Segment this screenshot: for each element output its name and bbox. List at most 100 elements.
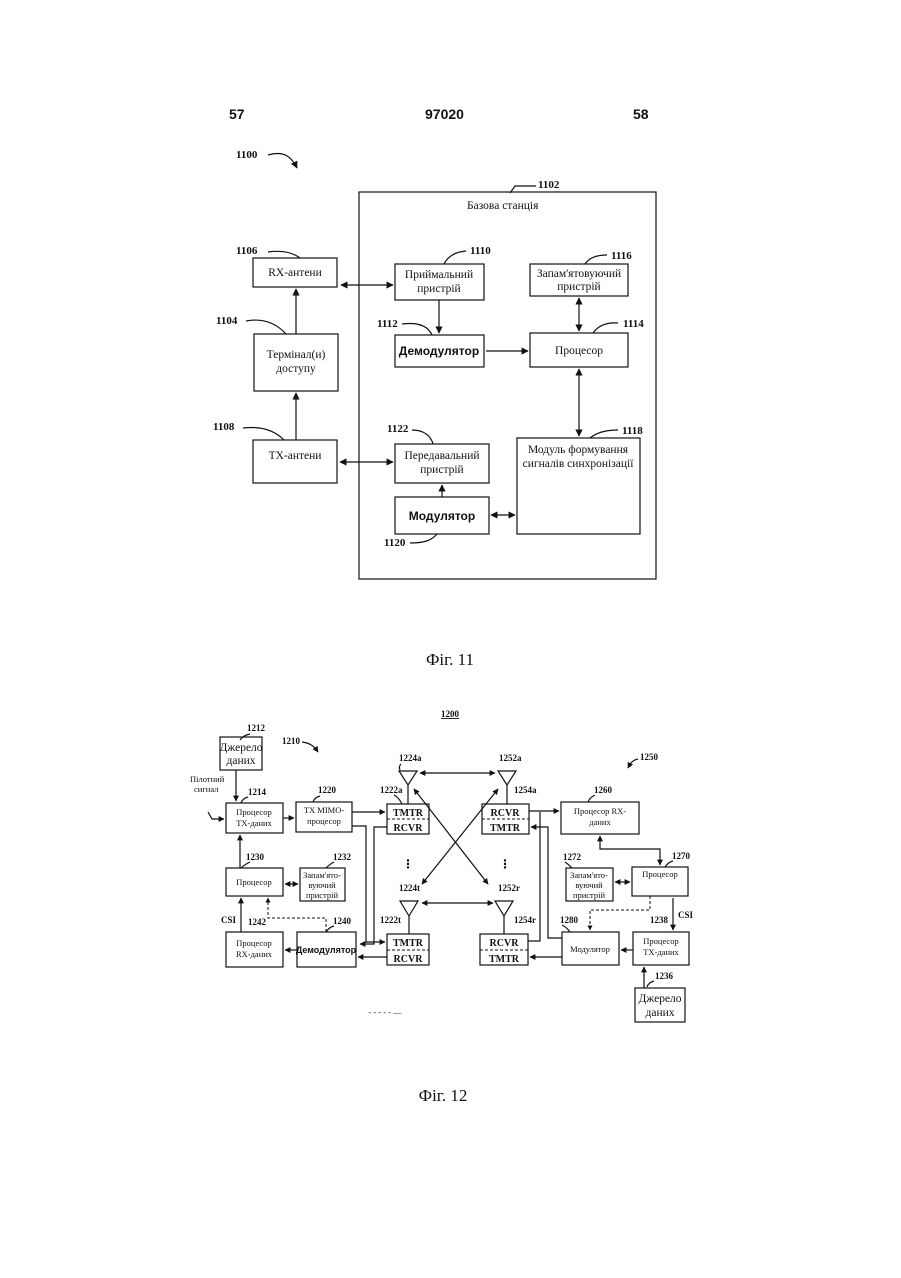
memory-right-label-1: Запам'ято- [570,870,608,880]
leader-1214 [241,797,248,803]
receiver-label-1: Приймальний [405,269,473,281]
ref-1242: 1242 [248,917,267,927]
leader-1122 [412,430,433,444]
rx-data-processor-left-label-2: RX-даних [236,949,273,959]
sync-module-label-1: Модуль формування [528,444,629,456]
ref-1116: 1116 [611,250,632,262]
footnote-mark: - - - - - — [368,1007,402,1017]
leader-1108 [243,428,284,441]
tmtr-right-top: TMTR [490,823,521,834]
leader-1250 [628,759,638,768]
ref-1122: 1122 [387,423,409,435]
ref-1224a: 1224a [399,753,422,763]
leader-1118 [590,430,618,438]
ref-1280: 1280 [560,915,579,925]
processor-right-label: Процесор [642,869,677,879]
tx-data-processor-right-label-2: TX-даних [643,947,679,957]
ref-1214: 1214 [248,787,267,797]
leader-1224a [399,764,401,770]
ref-1230: 1230 [246,852,265,862]
ref-1200: 1200 [441,709,460,719]
figure-11: 1100 1102 Базова станція RX-антени 1106 … [213,149,656,669]
leader-1210 [302,742,318,752]
ref-1114: 1114 [623,318,644,330]
leader-1230 [241,862,250,868]
modulator-label: Модулятор [409,509,475,523]
data-source-right-label-2: даних [645,1007,674,1019]
tx-data-processor-left-label-2: TX-даних [236,818,272,828]
dots-right: ⋮ [499,857,511,871]
leader-1114 [593,323,618,333]
figure-12-caption: Фіг. 12 [419,1086,468,1105]
leader-1236 [647,981,654,987]
transmitter-label-1: Передавальний [405,450,480,462]
rx-data-processor-right-label-1: Процесор RX- [574,806,626,816]
memory-label-2: пристрій [557,281,600,293]
ref-1252a: 1252a [499,753,522,763]
ref-1118: 1118 [622,425,643,437]
ref-1260: 1260 [594,785,613,795]
leader-1120 [410,534,437,543]
leader-1240 [326,926,334,932]
memory-left-label-2: вуючий [308,880,336,890]
pilot-label-1: Пілотний [190,774,225,784]
ref-1236: 1236 [655,971,674,981]
processor-left-label: Процесор [236,877,271,887]
leader-1272 [565,862,572,868]
ref-1120: 1120 [384,537,406,549]
arrow-rxproc-proc-right [600,836,660,865]
ref-1224t: 1224t [399,883,420,893]
data-source-right-label-1: Джерело [638,993,681,1005]
data-source-left-label-2: даних [226,755,255,767]
rx-data-processor-right-label-2: даних [589,817,611,827]
ref-1270: 1270 [672,851,691,861]
ref-1112: 1112 [377,318,398,330]
ref-1238: 1238 [650,915,669,925]
sync-module-label-2: сигналів синхронізації [523,458,635,470]
terminal-label-2: доступу [276,363,316,375]
leader-1280 [562,925,570,932]
ref-1222a: 1222a [380,785,403,795]
pilot-label-2: сигнал [194,784,219,794]
leader-1116 [585,255,607,264]
ref-1222t: 1222t [380,915,401,925]
transmitter-label-2: пристрій [420,464,463,476]
ref-1220: 1220 [318,785,337,795]
memory-right-label-3: пристрій [573,890,606,900]
line-rcvr-top-demod [360,827,387,944]
tx-antennas-label: TX-антени [269,450,322,462]
ref-1250: 1250 [640,752,659,762]
tx-mimo-label-1: TX MIMO- [304,805,345,815]
page-number-left: 57 [229,106,245,122]
leader-1260 [588,795,595,802]
ref-1102: 1102 [538,179,560,191]
receiver-label-2: пристрій [417,283,460,295]
tx-data-processor-left-label-1: Процесор [236,807,271,817]
ref-1100: 1100 [236,149,258,161]
memory-right-label-2: вуючий [575,880,603,890]
antenna-right-top [498,771,516,785]
tmtr-right-bottom: TMTR [489,954,520,965]
base-station-label: Базова станція [467,200,539,212]
page-number-right: 58 [633,106,649,122]
ref-1254r: 1254r [514,915,536,925]
patent-number: 97020 [425,106,464,122]
rcvr-right-bottom: RCVR [490,938,520,949]
demodulator-label: Демодулятор [399,344,479,358]
demodulator-left-label: Демодулятор [296,945,357,955]
tx-mimo-label-2: процесор [307,816,341,826]
leader-1270 [665,861,673,867]
csi-left-label: CSI [221,915,237,925]
dashed-demod-proc [268,898,326,932]
ref-1272: 1272 [563,852,582,862]
ref-1240: 1240 [333,916,352,926]
tx-data-processor-right-label-1: Процесор [643,936,678,946]
leader-1222a [394,795,402,804]
leader-1104 [246,320,286,334]
tmtr-left-top: TMTR [393,808,424,819]
leader-1110 [444,251,466,264]
antenna-left-bottom [400,901,418,916]
ref-1110: 1110 [470,245,491,257]
ref-1104: 1104 [216,315,238,327]
